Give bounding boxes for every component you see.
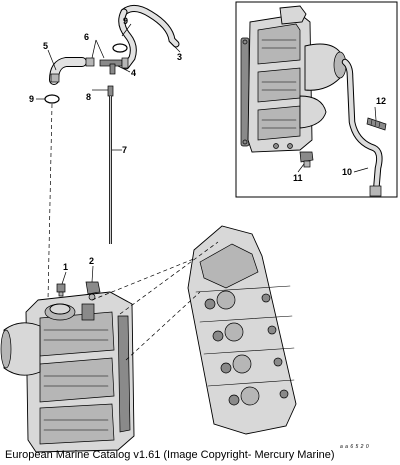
callout-10: 10 (342, 167, 352, 177)
inset-intake-manifold (240, 5, 347, 153)
callout-9-left: 9 (29, 94, 34, 104)
callouts: 9 3 6 4 5 9 8 7 1 2 12 11 10 (29, 16, 386, 272)
assembly-lines (47, 103, 219, 361)
elbow-hose (49, 57, 87, 85)
art-code: a a 6 5 2 0 (340, 444, 370, 450)
plug-1 (56, 283, 66, 297)
callout-8: 8 (86, 92, 91, 102)
tee-fitting (85, 57, 129, 75)
inset-bolt-11 (299, 151, 314, 168)
inset-bolt-12 (366, 117, 387, 131)
cylinder-head (187, 225, 297, 435)
callout-3: 3 (177, 52, 182, 62)
callout-9-upper: 9 (123, 16, 128, 26)
hose-clamp-left (44, 94, 60, 104)
callout-12: 12 (376, 96, 386, 106)
callout-7: 7 (122, 145, 127, 155)
intake-manifold (0, 291, 135, 453)
image-caption: European Marine Catalog v1.61 (Image Cop… (5, 449, 335, 461)
dipstick (107, 85, 114, 244)
callout-1: 1 (63, 262, 68, 272)
callout-2: 2 (89, 256, 94, 266)
leader-lines (36, 23, 377, 285)
hose-clamp-upper (112, 43, 128, 53)
callout-5: 5 (43, 41, 48, 51)
callout-11: 11 (293, 173, 303, 183)
crankcase-vent-hose (118, 5, 180, 70)
callout-4: 4 (131, 68, 136, 78)
inset-vent-hose (341, 58, 383, 197)
callout-6: 6 (84, 32, 89, 42)
